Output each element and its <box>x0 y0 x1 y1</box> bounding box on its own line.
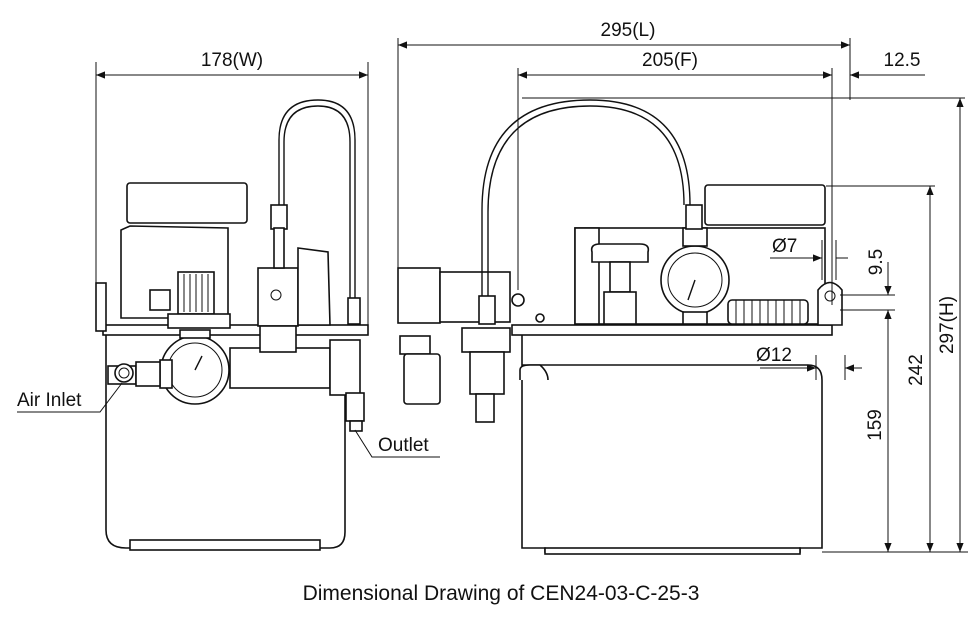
top-plate-side <box>102 324 369 336</box>
offset-label: 12.5 <box>884 50 921 71</box>
drawing-caption: Dimensional Drawing of CEN24-03-C-25-3 <box>303 582 700 605</box>
height-label: 297(H) <box>937 296 958 354</box>
motor-cap-side <box>126 182 248 224</box>
h159-label: 159 <box>865 409 886 441</box>
solenoid-side <box>257 267 299 327</box>
dia-large-label: Ø12 <box>756 345 792 366</box>
length-label: 295(L) <box>601 20 656 41</box>
side-view <box>95 62 369 551</box>
outlet-leader <box>354 429 440 458</box>
solenoid-front <box>397 267 441 324</box>
air-inlet-label: Air Inlet <box>17 390 82 411</box>
front-view <box>397 99 843 555</box>
regulator-base-side <box>167 313 231 329</box>
tank-foot-side <box>129 539 321 551</box>
motor-cap-front <box>704 184 826 226</box>
top-plate-front <box>511 324 833 336</box>
dia-small-label: Ø7 <box>772 236 797 257</box>
gap-label: 9.5 <box>866 249 887 275</box>
width-label: 178(W) <box>201 50 263 71</box>
air-inlet-leader <box>17 382 123 413</box>
h242-label: 242 <box>906 354 927 386</box>
bracket-side <box>95 282 107 332</box>
manifold-side <box>229 347 331 389</box>
valve-handle-front <box>590 243 650 263</box>
front-dimensions <box>397 38 968 553</box>
f-label: 205(F) <box>642 50 698 71</box>
outlet-label: Outlet <box>378 435 429 456</box>
outlet-fitting-side <box>345 392 365 422</box>
motor-box-side <box>149 289 171 311</box>
